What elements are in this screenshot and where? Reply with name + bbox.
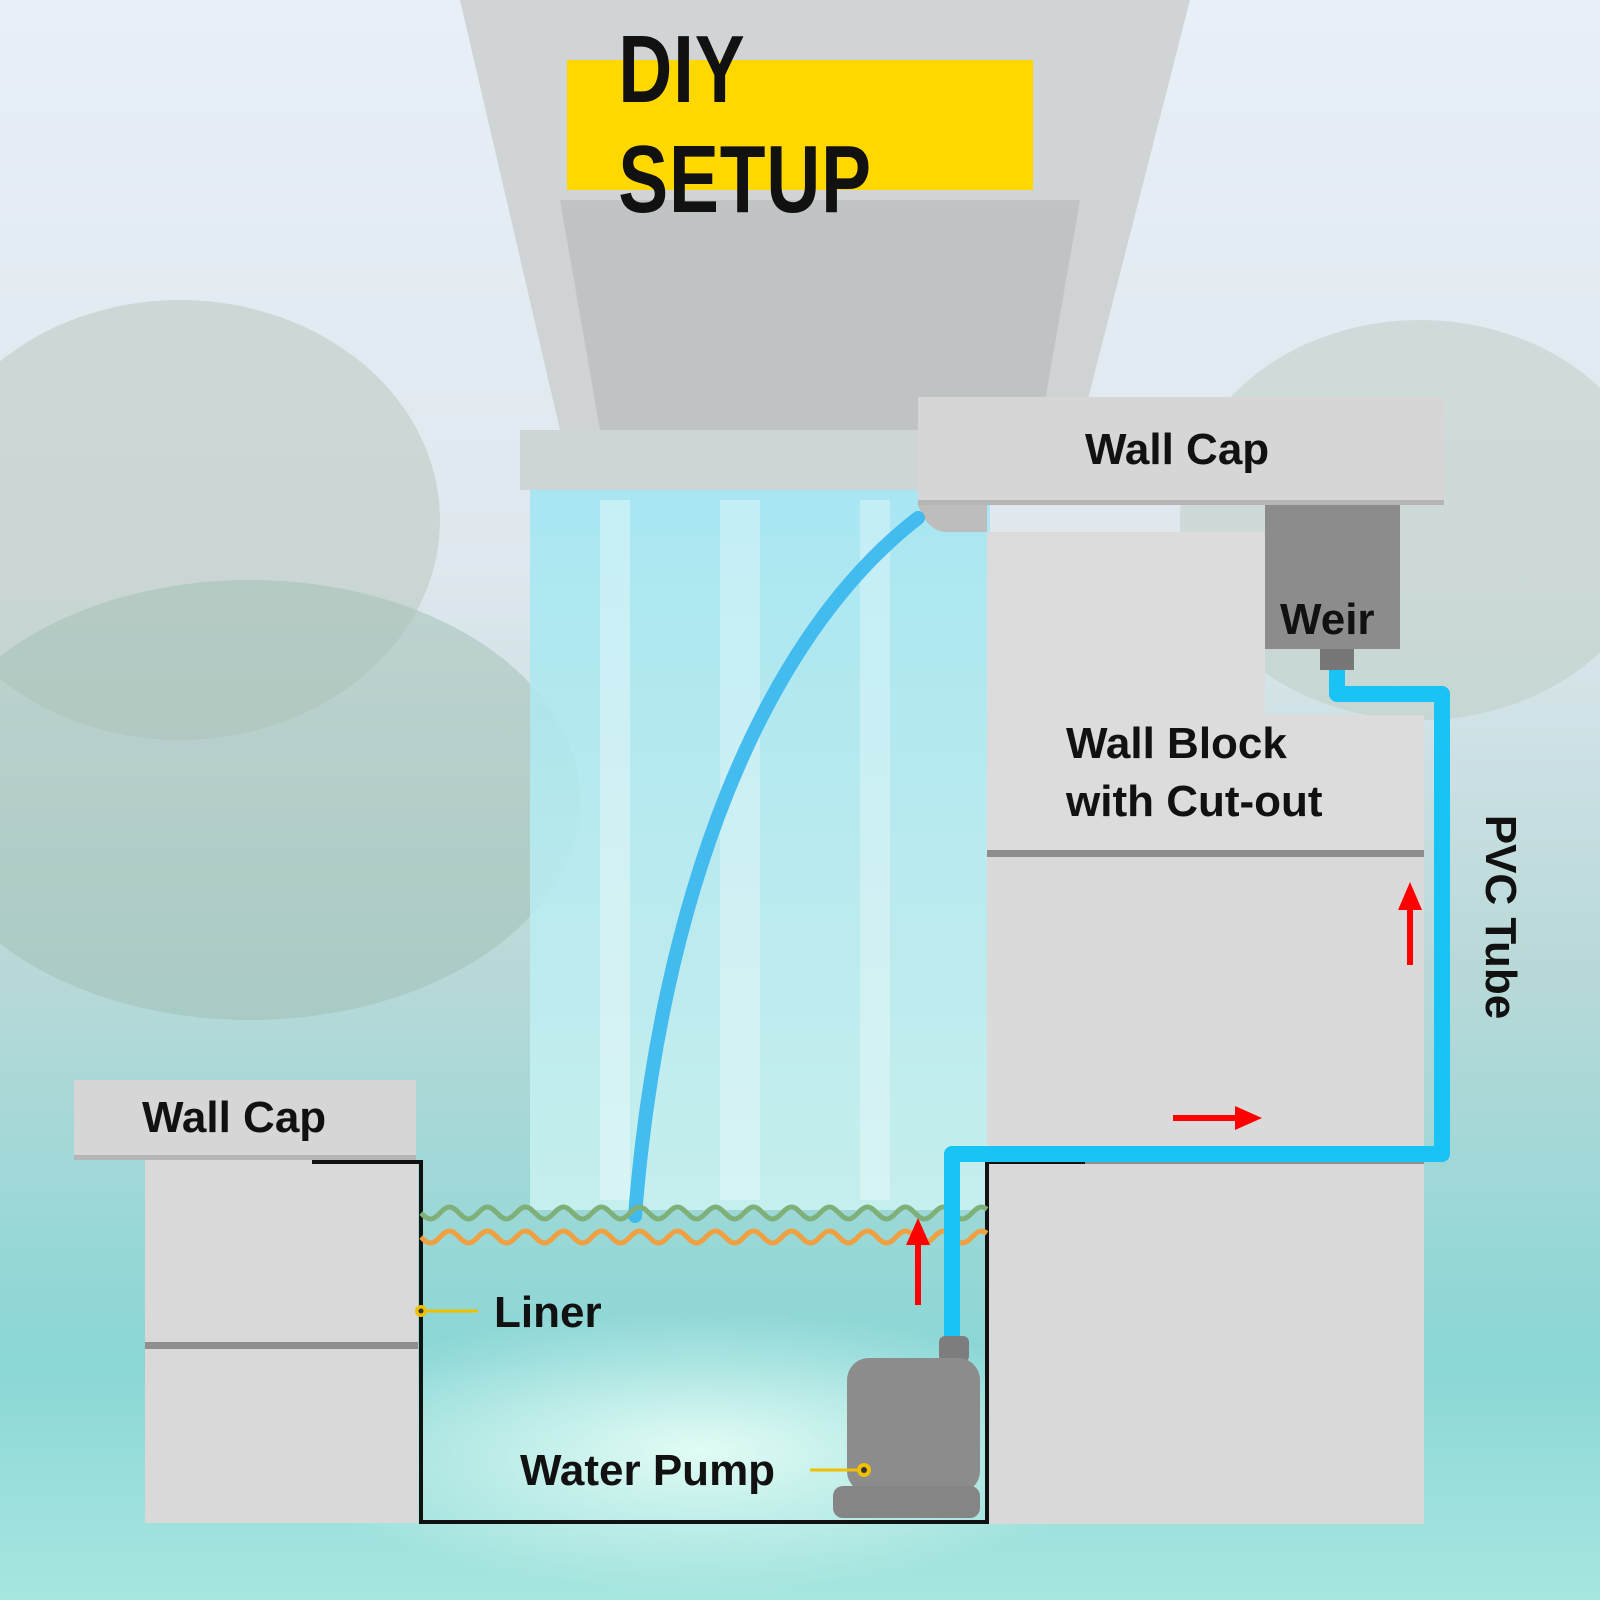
background-waterfall [530, 490, 990, 1210]
right-wall-cap [918, 397, 1444, 505]
weir [1265, 505, 1400, 649]
water-level-wave-upper [419, 1204, 989, 1222]
right-wall-middle-block [987, 850, 1424, 1162]
flow-arrow-right [1173, 1106, 1262, 1130]
waterfall-streak [860, 500, 890, 1200]
left-wall-cap [74, 1080, 416, 1160]
flow-arrow-up-tube [1398, 882, 1422, 965]
flow-arrow-up-pump [906, 1218, 930, 1305]
label-water-pump: Water Pump [520, 1446, 776, 1495]
title-banner: DIY SETUP [567, 16, 1033, 233]
block-joint [145, 1342, 418, 1349]
cap-edge [918, 500, 1444, 505]
label-pvc-tube: PVC Tube [1476, 814, 1525, 1020]
block-joint [987, 850, 1424, 857]
label-wall-cap-right: Wall Cap [1085, 425, 1270, 474]
label-liner: Liner [494, 1288, 602, 1337]
pvc-tube [944, 670, 1450, 1342]
water-pump-base [833, 1486, 980, 1518]
label-wall-cap-left: Wall Cap [142, 1093, 327, 1142]
wall-block-with-cutout [987, 532, 1424, 850]
weir-spout-lip [918, 505, 987, 532]
pump-outlet [939, 1336, 969, 1362]
label-wall-block-line2: with Cut-out [1066, 777, 1323, 826]
left-wall-blocks [145, 1160, 418, 1523]
waterfall-streak [600, 500, 630, 1200]
waterfall-streak [720, 500, 760, 1200]
right-wall-base-block [987, 1162, 1424, 1524]
background-bridge-deck [560, 200, 1080, 430]
water-stream-arc [628, 511, 925, 1223]
weir-outlet [1320, 649, 1354, 670]
page-title: DIY SETUP [618, 16, 872, 233]
background-rocks-left [0, 580, 580, 1020]
water-pump [847, 1358, 980, 1493]
label-wall-block-line1: Wall Block [1066, 719, 1287, 768]
water-level-wave-lower [419, 1228, 989, 1246]
cap-edge [74, 1155, 416, 1160]
liner-callout [415, 1305, 478, 1317]
label-weir: Weir [1280, 595, 1375, 644]
water-pump-callout [810, 1463, 871, 1477]
